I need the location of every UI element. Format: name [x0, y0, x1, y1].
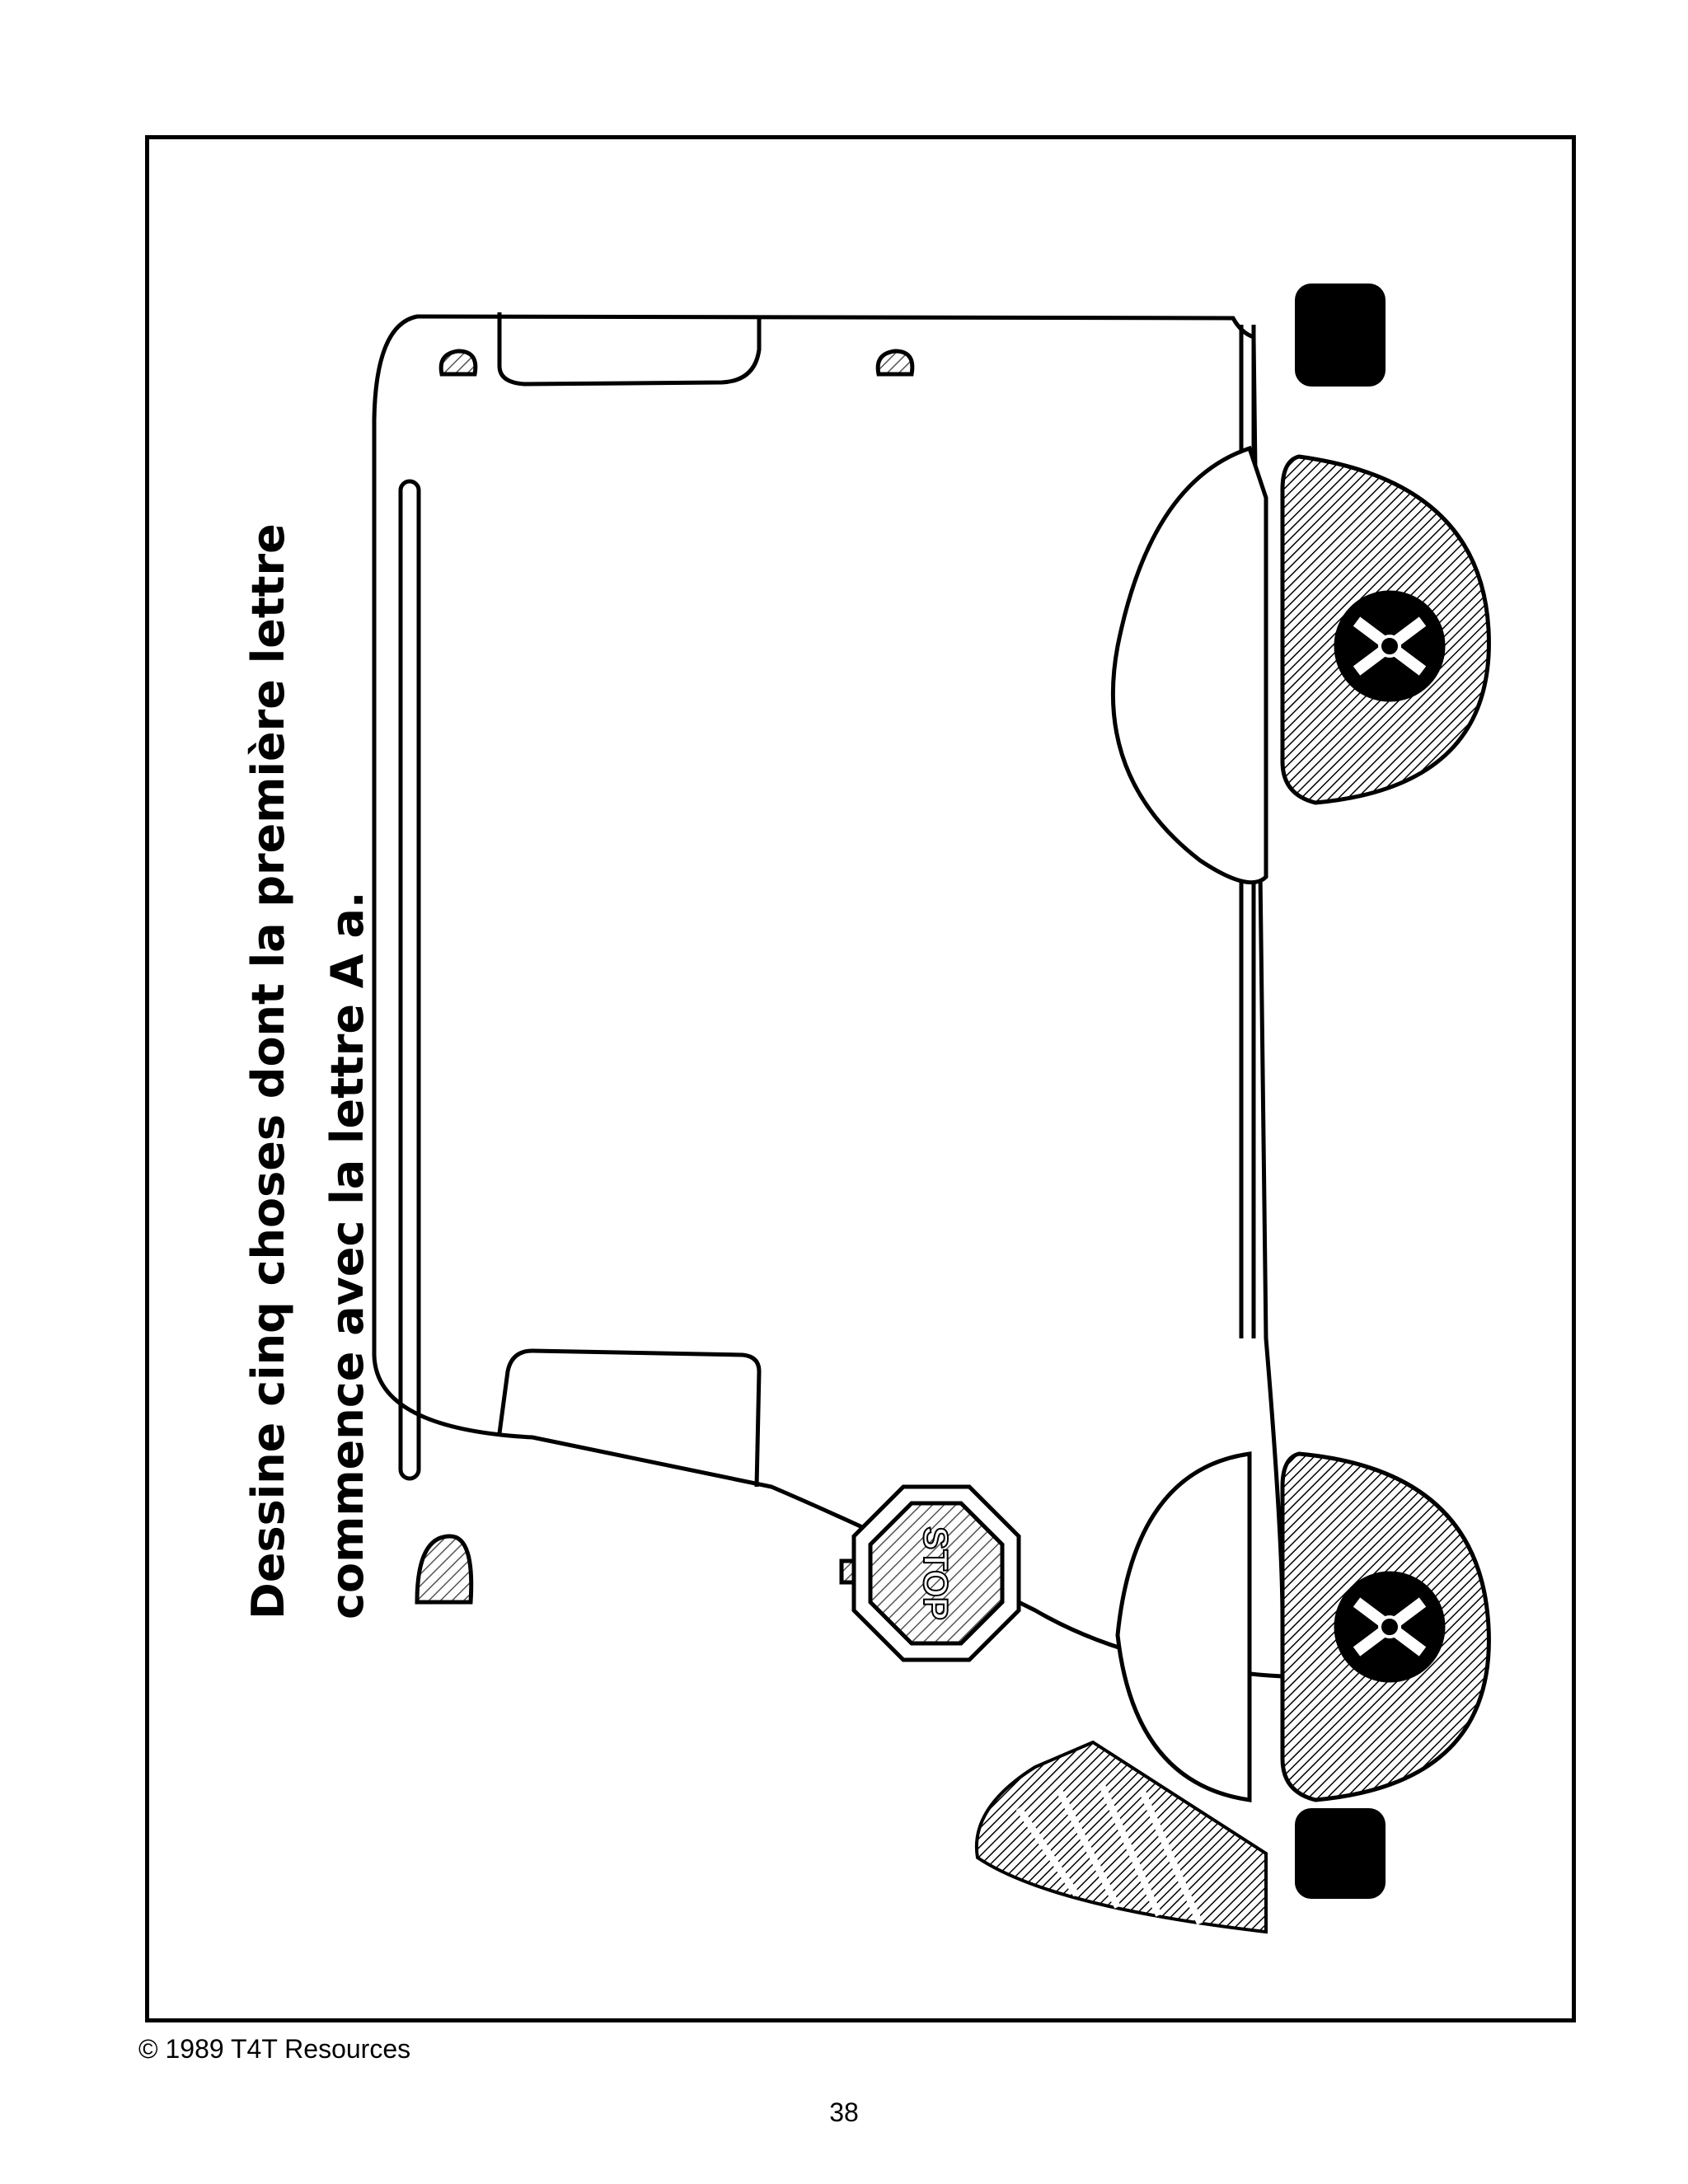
- bus-body: [372, 312, 1285, 1679]
- front-wheel-upper: [1110, 445, 1491, 885]
- bumper-block-bottom: [1295, 1808, 1386, 1899]
- school-bus-illustration: STOP: [372, 284, 1491, 1934]
- bumper-block-top: [1295, 284, 1386, 387]
- copyright-notice: © 1989 T4T Resources: [138, 2034, 411, 2064]
- page-number: 38: [829, 2097, 859, 2127]
- instruction-line-1: Dessine cinq choses dont la première let…: [242, 523, 294, 1619]
- stop-sign: STOP: [839, 1484, 1021, 1662]
- top-lights: [438, 349, 915, 377]
- front-wheel-lower: [1115, 1451, 1491, 1802]
- activity-frame: [145, 135, 1576, 2022]
- bottom-lights: [415, 1534, 1236, 1605]
- instruction-line-2: commence avec la lettre A a.: [321, 891, 373, 1619]
- instruction-text: Dessine cinq choses dont la première let…: [229, 0, 387, 1619]
- stop-sign-text: STOP: [917, 1526, 955, 1620]
- grille: [974, 1740, 1268, 1934]
